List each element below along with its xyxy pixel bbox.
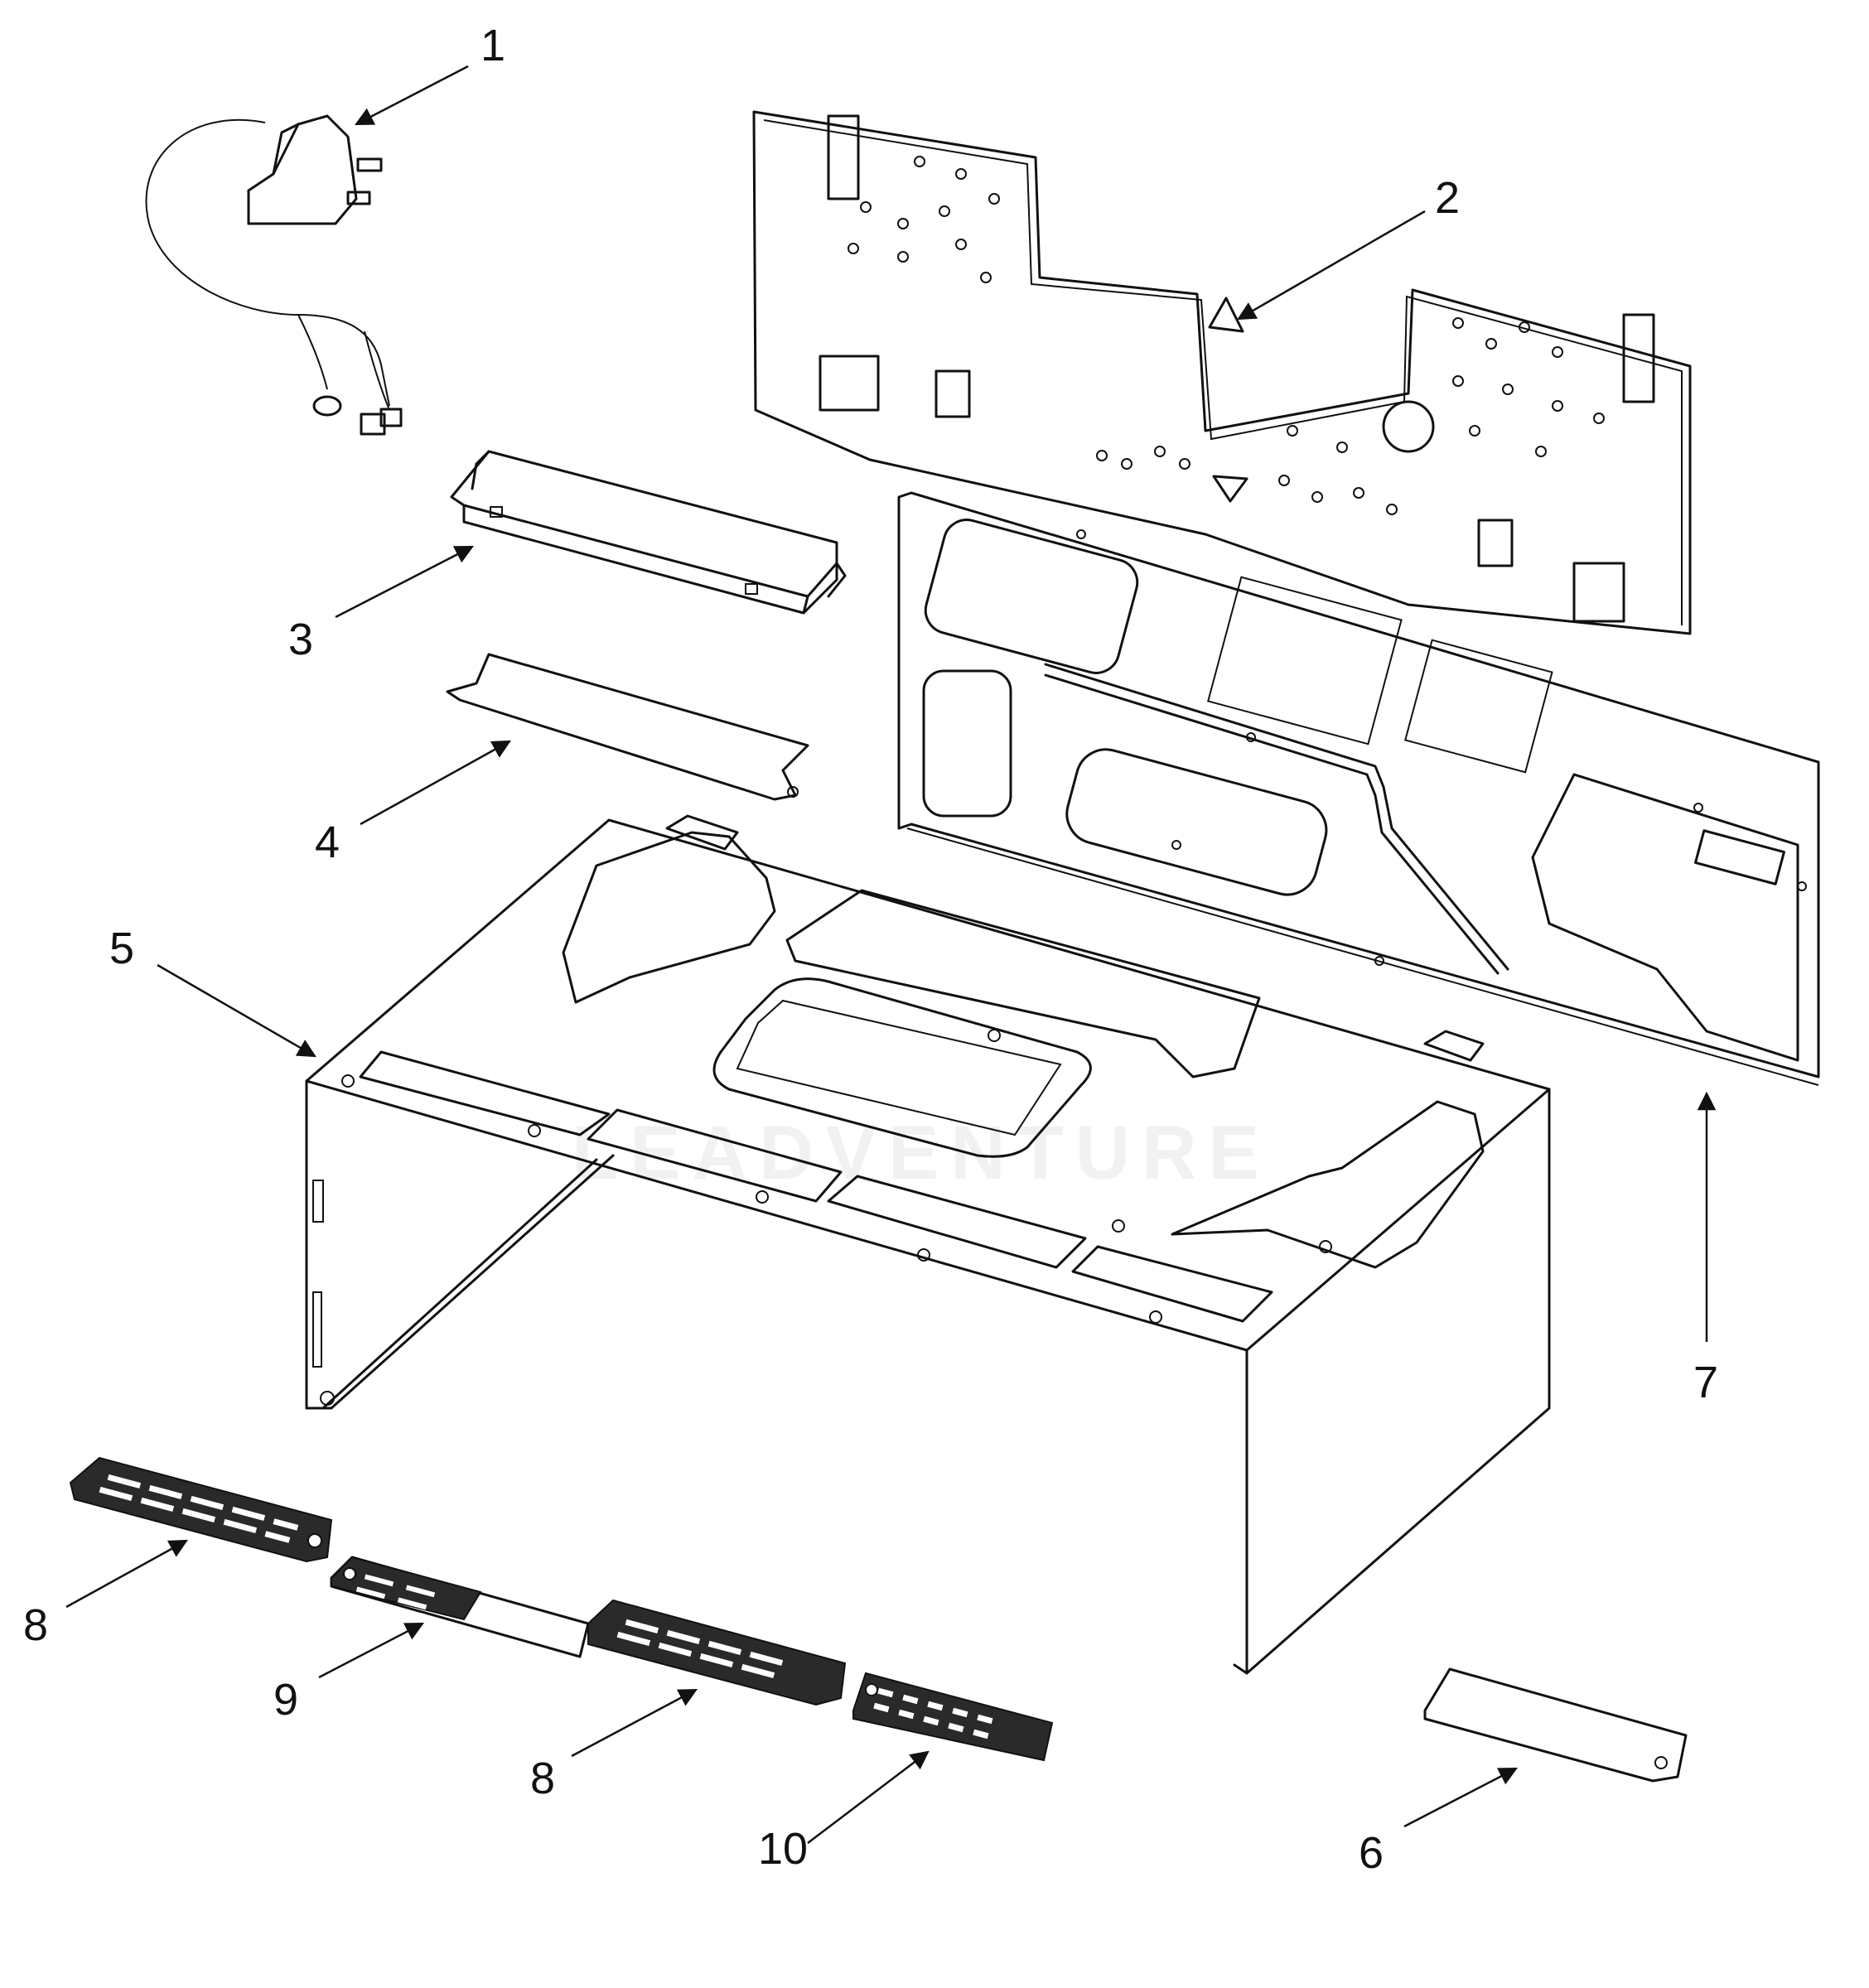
leader-8a — [65, 1539, 188, 1609]
cover-plate-part — [1423, 1667, 1688, 1783]
leader-5 — [157, 963, 316, 1058]
leader-2 — [1237, 210, 1426, 321]
leader-4 — [360, 740, 511, 826]
control-box-part — [450, 450, 847, 615]
shield-plate-part — [446, 653, 809, 801]
callout-3: 3 — [288, 615, 314, 664]
callout-7: 7 — [1693, 1358, 1719, 1407]
callout-6: 6 — [1359, 1828, 1384, 1878]
grille-part-center — [587, 1599, 847, 1706]
back-panel-part — [897, 491, 1820, 1086]
leader-10 — [807, 1750, 930, 1844]
watermark-text: LEADVENTURE — [572, 1111, 1272, 1195]
leader-8b — [571, 1688, 698, 1758]
power-cord-part — [145, 114, 403, 436]
leader-3 — [335, 545, 475, 619]
callout-10: 10 — [758, 1824, 809, 1874]
callout-4: 4 — [315, 818, 340, 867]
callout-9: 9 — [273, 1675, 299, 1725]
callout-8b: 8 — [530, 1754, 556, 1803]
callout-1: 1 — [481, 21, 506, 70]
grille-part-partial — [330, 1556, 590, 1658]
leader-6 — [1403, 1767, 1518, 1828]
mounting-plate-part — [752, 110, 1692, 635]
leader-lines — [65, 65, 1717, 1844]
leader-1 — [355, 65, 469, 126]
callout-2: 2 — [1435, 173, 1461, 223]
grille-part-left — [69, 1456, 333, 1563]
callout-8a: 8 — [23, 1600, 49, 1650]
callout-5: 5 — [109, 924, 135, 973]
leader-9 — [318, 1622, 424, 1679]
grille-part-small — [852, 1672, 1054, 1762]
cabinet-part — [305, 814, 1551, 1675]
